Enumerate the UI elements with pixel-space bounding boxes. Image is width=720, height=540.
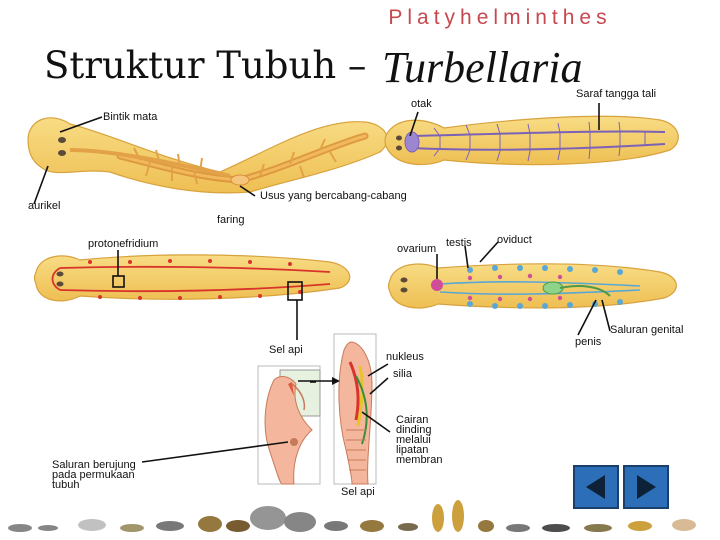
label-cairan: Cairan dinding melalui lipatan membran — [396, 415, 452, 465]
label-testis: testis — [446, 238, 472, 250]
label-silia: silia — [393, 369, 412, 381]
previous-arrow-icon — [575, 467, 617, 507]
previous-slide-button[interactable] — [573, 465, 619, 509]
label-usus: Usus yang bercabang-cabang — [260, 191, 407, 203]
label-otak: otak — [411, 99, 432, 111]
label-saraf-tangga-tali: Saraf tangga tali — [576, 89, 656, 101]
label-bintik-mata: Bintik mata — [103, 112, 157, 124]
label-sel-api-top: Sel api — [269, 345, 303, 357]
flatworm-reproductive-diagram — [389, 264, 677, 309]
label-aurikel: aurikel — [28, 201, 60, 213]
flatworm-nervous-diagram — [385, 116, 678, 164]
label-oviduct: oviduct — [497, 235, 532, 247]
label-saluran-genital: Saluran genital — [610, 325, 683, 337]
label-saluran-berujung: Saluran berujung pada permukaan tubuh — [52, 460, 152, 490]
label-faring: faring — [217, 215, 245, 227]
flatworm-excretory-diagram — [35, 255, 350, 301]
label-sel-api-bottom: Sel api — [341, 487, 375, 499]
label-ovarium: ovarium — [397, 244, 436, 256]
flame-cell-detail-left — [258, 366, 320, 484]
next-slide-button[interactable] — [623, 465, 669, 509]
next-arrow-icon — [625, 467, 667, 507]
label-protonefridium: protonefridium — [88, 239, 158, 251]
label-penis: penis — [575, 337, 601, 349]
flame-cell-detail-right — [334, 334, 376, 484]
flatworm-digestive-diagram — [28, 118, 387, 193]
label-nukleus: nukleus — [386, 352, 424, 364]
